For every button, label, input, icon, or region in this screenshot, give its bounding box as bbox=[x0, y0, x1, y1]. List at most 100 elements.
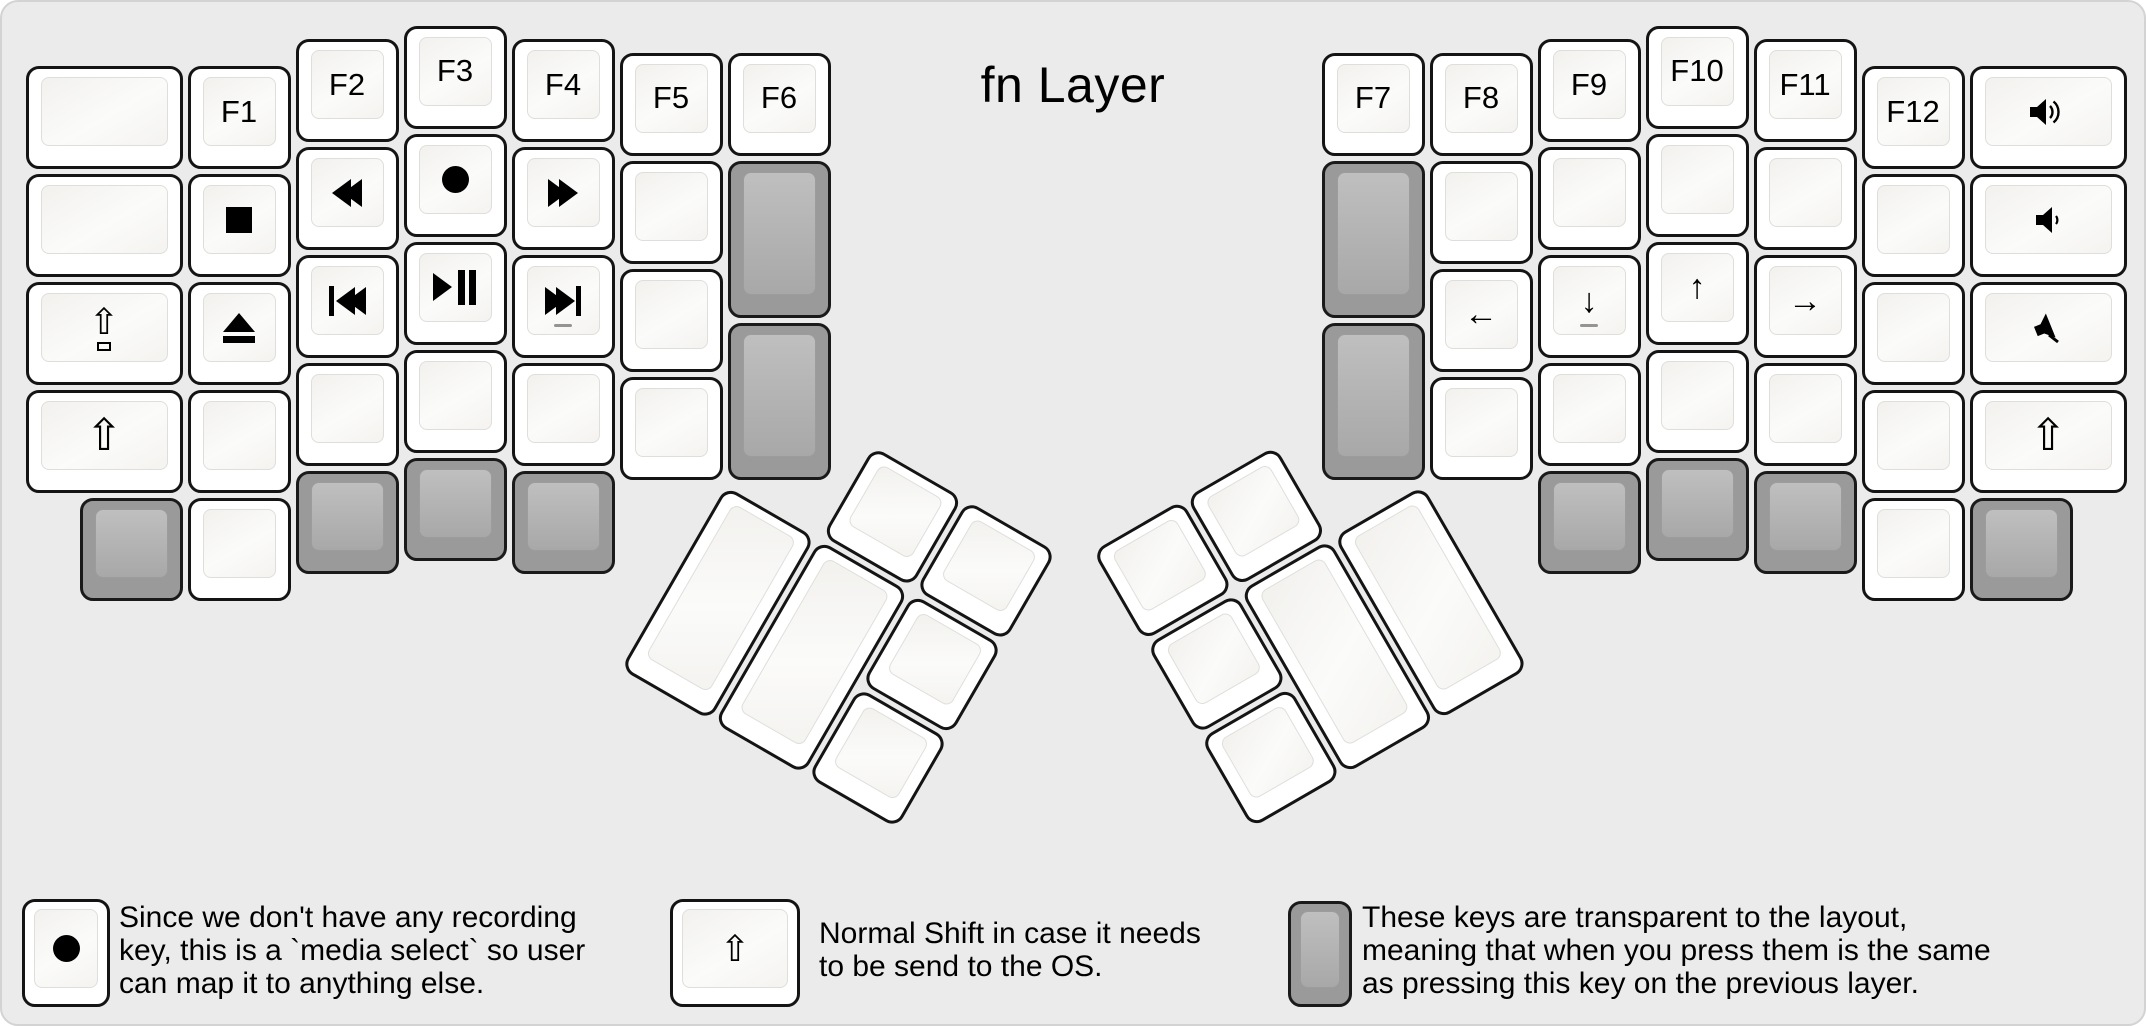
eject-icon bbox=[223, 312, 255, 343]
key-transparent bbox=[1321, 322, 1425, 480]
key-blank bbox=[1429, 160, 1533, 264]
key-blank bbox=[619, 160, 723, 264]
fast-forward-icon bbox=[548, 178, 578, 207]
key-shift-left: ⇧ bbox=[25, 390, 183, 493]
key-blank bbox=[1645, 349, 1749, 453]
key-label: F5 bbox=[652, 80, 690, 115]
key-f7: F7 bbox=[1321, 52, 1425, 156]
key-transparent bbox=[511, 471, 615, 574]
caps-lock-icon: ⇧ bbox=[89, 304, 119, 351]
key-f2: F2 bbox=[295, 39, 399, 142]
key-f8: F8 bbox=[1429, 52, 1533, 156]
key-transparent bbox=[727, 160, 831, 318]
volume-down-icon bbox=[2036, 206, 2059, 233]
key-blank bbox=[1861, 498, 1965, 601]
key-transparent bbox=[1645, 457, 1749, 561]
key-next-track bbox=[511, 255, 615, 358]
key-blank bbox=[619, 268, 723, 372]
key-f10: F10 bbox=[1645, 25, 1749, 129]
key-blank bbox=[1861, 282, 1965, 385]
key-arrow-down: ↓ bbox=[1537, 255, 1641, 358]
play-pause-icon bbox=[432, 269, 478, 305]
key-blank bbox=[1537, 363, 1641, 466]
legend-text-transparent: These keys are transparent to the layout… bbox=[1362, 901, 1991, 1000]
key-label: F12 bbox=[1886, 93, 1940, 129]
key-blank bbox=[1753, 363, 1857, 466]
homing-bar bbox=[1580, 324, 1598, 327]
key-f11: F11 bbox=[1753, 39, 1857, 142]
shift-icon: ⇧ bbox=[2029, 410, 2067, 460]
key-blank bbox=[403, 349, 507, 453]
arrow-up-icon: ↑ bbox=[1688, 268, 1706, 306]
key-f3: F3 bbox=[403, 25, 507, 129]
key-transparent bbox=[1969, 498, 2073, 601]
key-arrow-up: ↑ bbox=[1645, 241, 1749, 345]
legend-text-record: Since we don't have any recording key, t… bbox=[119, 901, 586, 1000]
key-blank bbox=[295, 363, 399, 466]
shift-icon: ⇧ bbox=[719, 927, 751, 969]
key-blank bbox=[1753, 147, 1857, 250]
key-arrow-right: → bbox=[1753, 255, 1857, 358]
arrow-down-icon: ↓ bbox=[1580, 281, 1598, 320]
key-label: F9 bbox=[1570, 66, 1608, 102]
key-blank bbox=[187, 498, 291, 601]
record-key-sample bbox=[22, 899, 110, 1007]
stop-icon bbox=[226, 206, 252, 233]
key-stop bbox=[187, 174, 291, 277]
key-eject bbox=[187, 282, 291, 385]
key-f6: F6 bbox=[727, 52, 831, 156]
key-blank bbox=[1645, 133, 1749, 237]
key-transparent bbox=[727, 322, 831, 480]
layer-title: fn Layer bbox=[980, 57, 1166, 113]
record-icon bbox=[52, 935, 80, 962]
key-blank bbox=[187, 390, 291, 493]
key-label: F3 bbox=[436, 53, 474, 88]
key-f5: F5 bbox=[619, 52, 723, 156]
shift-icon: ⇧ bbox=[85, 410, 123, 460]
key-transparent bbox=[295, 471, 399, 574]
legend-text-shift: Normal Shift in case it needs to be send… bbox=[819, 917, 1201, 983]
volume-mute-icon bbox=[2034, 312, 2059, 343]
key-play-pause bbox=[403, 241, 507, 345]
key-label: F8 bbox=[1462, 80, 1500, 115]
key-f1: F1 bbox=[187, 66, 291, 169]
previous-track-icon bbox=[328, 285, 366, 316]
key-blank bbox=[25, 66, 183, 169]
record-icon bbox=[441, 165, 469, 193]
key-f12: F12 bbox=[1861, 66, 1965, 169]
key-label: F2 bbox=[328, 66, 366, 102]
key-label: F4 bbox=[544, 66, 582, 102]
key-blank bbox=[1429, 376, 1533, 480]
key-caps-lock: ⇧ bbox=[25, 282, 183, 385]
key-label: F11 bbox=[1779, 66, 1831, 102]
key-blank bbox=[1861, 174, 1965, 277]
key-blank bbox=[1861, 390, 1965, 493]
key-blank bbox=[1537, 147, 1641, 250]
key-label: F7 bbox=[1354, 80, 1392, 115]
key-label: F10 bbox=[1670, 53, 1724, 88]
key-record bbox=[403, 133, 507, 237]
arrow-left-icon: ← bbox=[1464, 295, 1498, 333]
key-rewind bbox=[295, 147, 399, 250]
key-transparent bbox=[403, 457, 507, 561]
next-track-icon bbox=[544, 285, 582, 316]
key-volume-down bbox=[1969, 174, 2127, 277]
shift-key-sample: ⇧ bbox=[670, 899, 800, 1007]
key-volume-mute bbox=[1969, 282, 2127, 385]
homing-bar bbox=[554, 324, 572, 327]
rewind-icon bbox=[332, 178, 362, 207]
key-fast-forward bbox=[511, 147, 615, 250]
key-transparent bbox=[1753, 471, 1857, 574]
key-f4: F4 bbox=[511, 39, 615, 142]
transparent-key-sample bbox=[1288, 901, 1352, 1007]
key-volume-up bbox=[1969, 66, 2127, 169]
key-transparent bbox=[1321, 160, 1425, 318]
key-previous-track bbox=[295, 255, 399, 358]
key-arrow-left: ← bbox=[1429, 268, 1533, 372]
key-blank bbox=[25, 174, 183, 277]
key-blank bbox=[619, 376, 723, 480]
key-shift-right: ⇧ bbox=[1969, 390, 2127, 493]
arrow-right-icon: → bbox=[1788, 281, 1822, 320]
volume-up-icon bbox=[2030, 98, 2060, 125]
